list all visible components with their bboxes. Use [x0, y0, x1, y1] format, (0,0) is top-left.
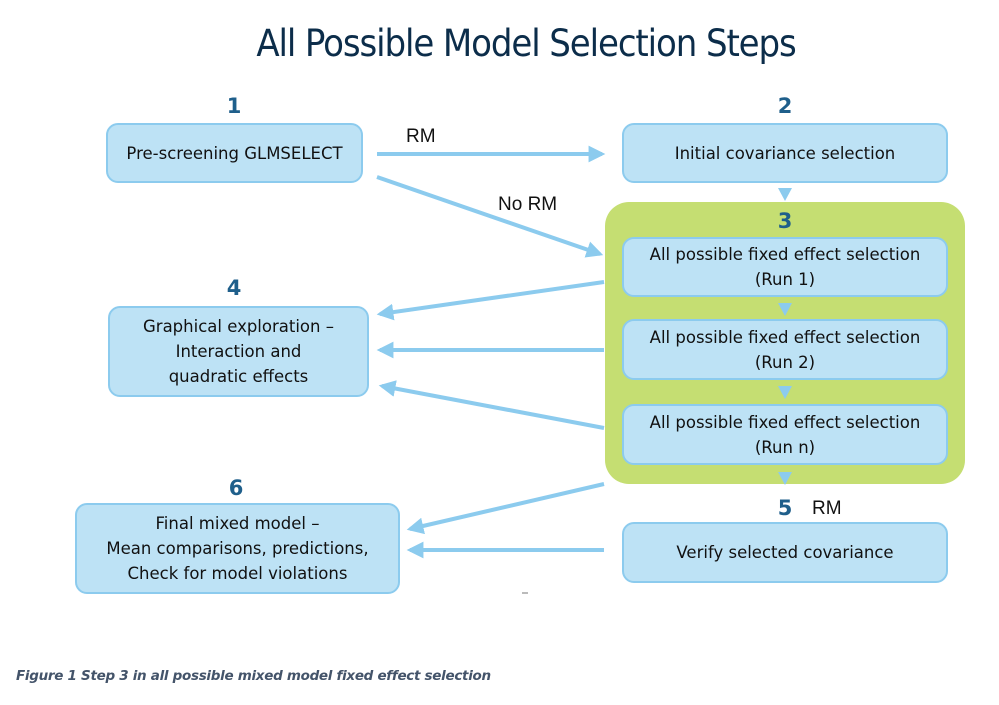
step-6-box: Final mixed model – Mean comparisons, pr…	[75, 503, 400, 594]
run-n-label: All possible fixed effect selection	[649, 412, 921, 432]
step-4-line-2: Interaction and	[175, 342, 302, 361]
stray-mark	[522, 592, 528, 594]
step-5-box: Verify selected covariance	[622, 522, 948, 583]
arrow-2-to-3	[778, 188, 792, 201]
run-1-sublabel: (Run 1)	[754, 270, 816, 289]
step-1-number: 1	[226, 94, 242, 118]
edge-label-rm-step5: RM	[812, 498, 842, 519]
step-6-line-1: Final mixed model –	[155, 514, 320, 533]
step-3-run-1-box: All possible fixed effect selection (Run…	[622, 237, 948, 297]
diagram-title: All Possible Model Selection Steps	[256, 22, 796, 65]
step-2-label: Initial covariance selection	[674, 143, 896, 163]
run-n-sublabel: (Run n)	[754, 437, 816, 457]
step-1-label: Pre-screening GLMSELECT	[126, 143, 343, 163]
arrow-3-to-4-a	[376, 280, 605, 321]
step-5-number: 5	[777, 496, 793, 520]
run-2-label: All possible fixed effect selection	[649, 327, 921, 347]
step-6-line-2: Mean comparisons, predictions,	[106, 539, 369, 558]
step-4-number: 4	[226, 276, 242, 300]
step-6-number: 6	[228, 476, 244, 500]
step-4-box: Graphical exploration – Interaction and …	[108, 306, 369, 397]
arrow-3-to-6	[406, 482, 605, 535]
step-3-run-2-box: All possible fixed effect selection (Run…	[622, 319, 948, 380]
step-2-box: Initial covariance selection	[622, 123, 948, 183]
edge-label-no-rm: No RM	[498, 194, 558, 215]
arrow-1-to-3	[376, 175, 604, 258]
step-3-run-n-box: All possible fixed effect selection (Run…	[622, 404, 948, 465]
step-4-line-1: Graphical exploration –	[143, 317, 334, 336]
run-1-label: All possible fixed effect selection	[649, 245, 921, 264]
step-2-number: 2	[777, 94, 793, 118]
edge-label-rm: RM	[406, 126, 436, 147]
step-4-line-3: quadratic effects	[168, 367, 309, 386]
step-5-label: Verify selected covariance	[676, 543, 894, 562]
step-6-line-3: Check for model violations	[127, 564, 348, 583]
step-3-number: 3	[777, 209, 793, 233]
figure-caption: Figure 1 Step 3 in all possible mixed mo…	[16, 668, 491, 684]
run-2-sublabel: (Run 2)	[754, 352, 816, 372]
step-1-box: Pre-screening GLMSELECT	[106, 123, 363, 183]
arrow-3-to-4-c	[378, 380, 605, 430]
